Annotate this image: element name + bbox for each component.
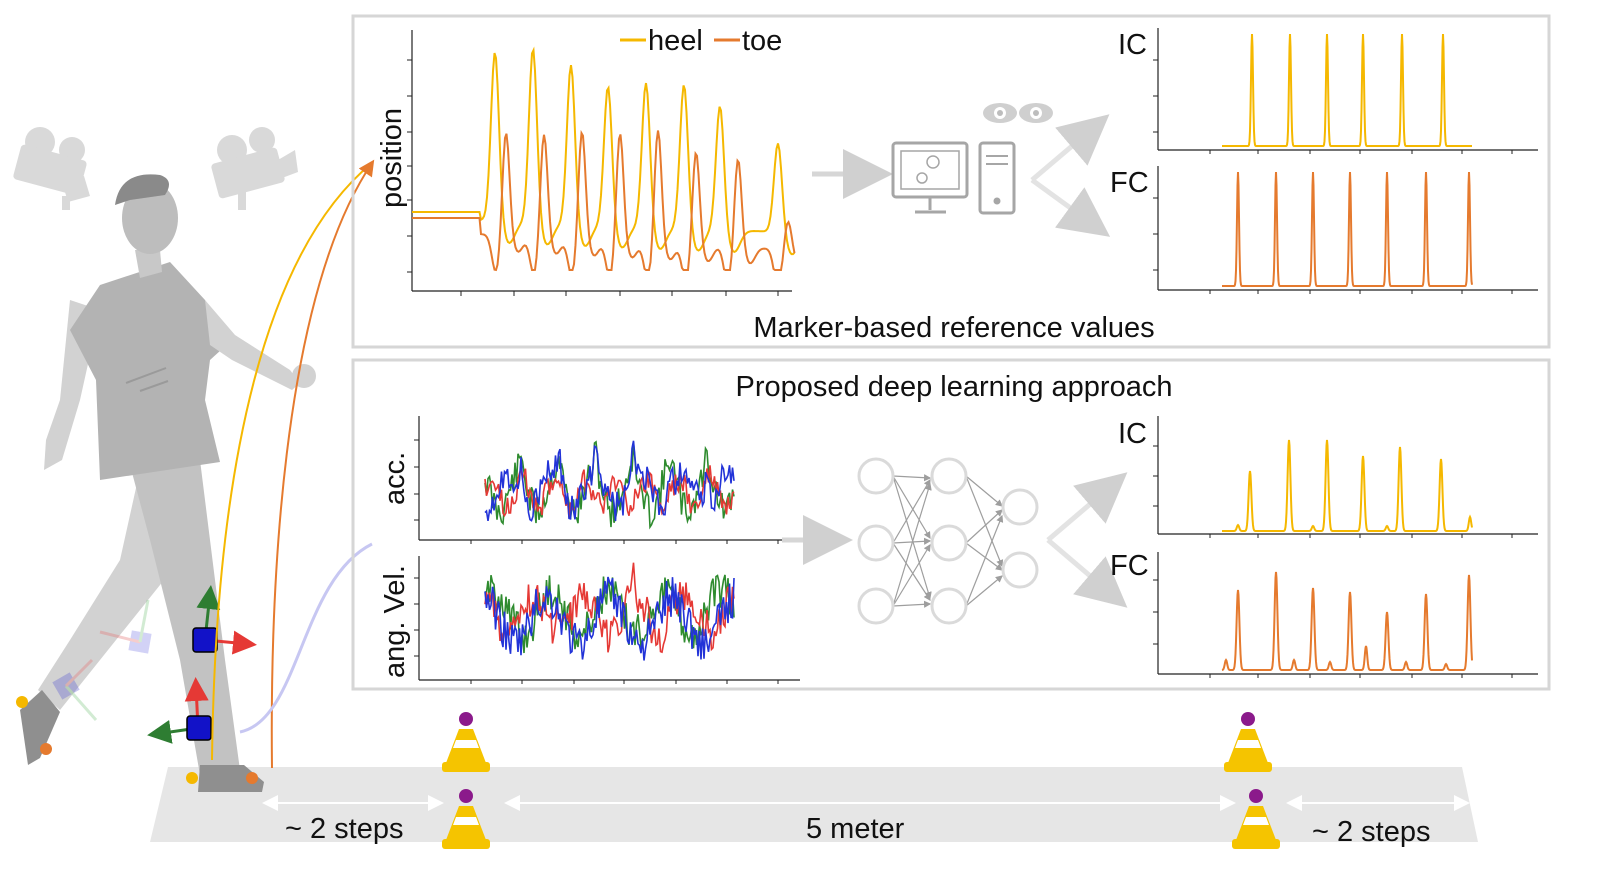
reference-ic-plot bbox=[1157, 28, 1538, 151]
reference-fc-label: FC bbox=[1110, 167, 1149, 199]
walkway-start-label: ~ 2 steps bbox=[285, 813, 404, 845]
toe-marker bbox=[40, 743, 52, 755]
heel-marker bbox=[186, 772, 198, 784]
angvel-series-z bbox=[484, 576, 735, 661]
toe-position-series bbox=[412, 129, 796, 272]
proposed-ic-series bbox=[1222, 439, 1473, 532]
walkway-end-label: ~ 2 steps bbox=[1312, 816, 1431, 848]
proposed-fc-plot bbox=[1157, 552, 1538, 675]
angvel-plot bbox=[418, 556, 800, 681]
proposed-fc-label: FC bbox=[1110, 550, 1149, 582]
imu-sensor-icon bbox=[52, 658, 98, 721]
reference-fc-series bbox=[1222, 171, 1473, 287]
acc-series-z bbox=[484, 440, 735, 522]
acc-series-y bbox=[484, 440, 735, 530]
imu-sensor-icon bbox=[147, 677, 212, 744]
reference-ic-series bbox=[1222, 33, 1472, 147]
eyes-icon bbox=[983, 103, 1053, 123]
neural-network-icon bbox=[857, 457, 1039, 625]
traffic-cone-icon bbox=[1224, 712, 1272, 772]
heel-marker bbox=[16, 696, 28, 708]
position-ylabel: position bbox=[376, 108, 408, 208]
acc-ylabel: acc. bbox=[379, 452, 411, 505]
angvel-ylabel: ang. Vel. bbox=[379, 565, 411, 678]
reference-panel bbox=[351, 14, 1551, 349]
reference-caption: Marker-based reference values bbox=[753, 312, 1154, 344]
legend-toe-label: toe bbox=[742, 25, 782, 57]
traffic-cone-icon bbox=[442, 789, 490, 849]
traffic-cone-icon bbox=[442, 712, 490, 772]
reference-fc-plot bbox=[1157, 166, 1538, 291]
proposed-fc-series bbox=[1221, 571, 1473, 671]
imu-sensor-icon bbox=[192, 585, 257, 655]
proposed-ic-label: IC bbox=[1118, 418, 1147, 450]
proposed-title: Proposed deep learning approach bbox=[736, 371, 1173, 403]
imu-sensor-icon bbox=[99, 599, 152, 654]
camera-icon bbox=[13, 127, 90, 210]
position-plot bbox=[407, 30, 796, 296]
heel-position-series bbox=[412, 46, 796, 256]
proposed-panel bbox=[351, 358, 1551, 691]
acc-plot bbox=[418, 416, 800, 541]
split-arrow bbox=[1030, 114, 1111, 237]
split-arrow bbox=[1046, 472, 1128, 608]
traffic-cone-icon bbox=[1232, 789, 1280, 849]
legend: heel toe bbox=[620, 25, 782, 57]
walking-person-figure bbox=[20, 174, 316, 792]
computer-icon bbox=[891, 141, 1016, 215]
walkway-distance-label: 5 meter bbox=[806, 813, 905, 845]
toe-marker bbox=[246, 772, 258, 784]
camera-icon bbox=[211, 127, 298, 210]
proposed-ic-plot bbox=[1157, 416, 1538, 535]
legend-heel-label: heel bbox=[648, 25, 703, 57]
reference-ic-label: IC bbox=[1118, 29, 1147, 61]
